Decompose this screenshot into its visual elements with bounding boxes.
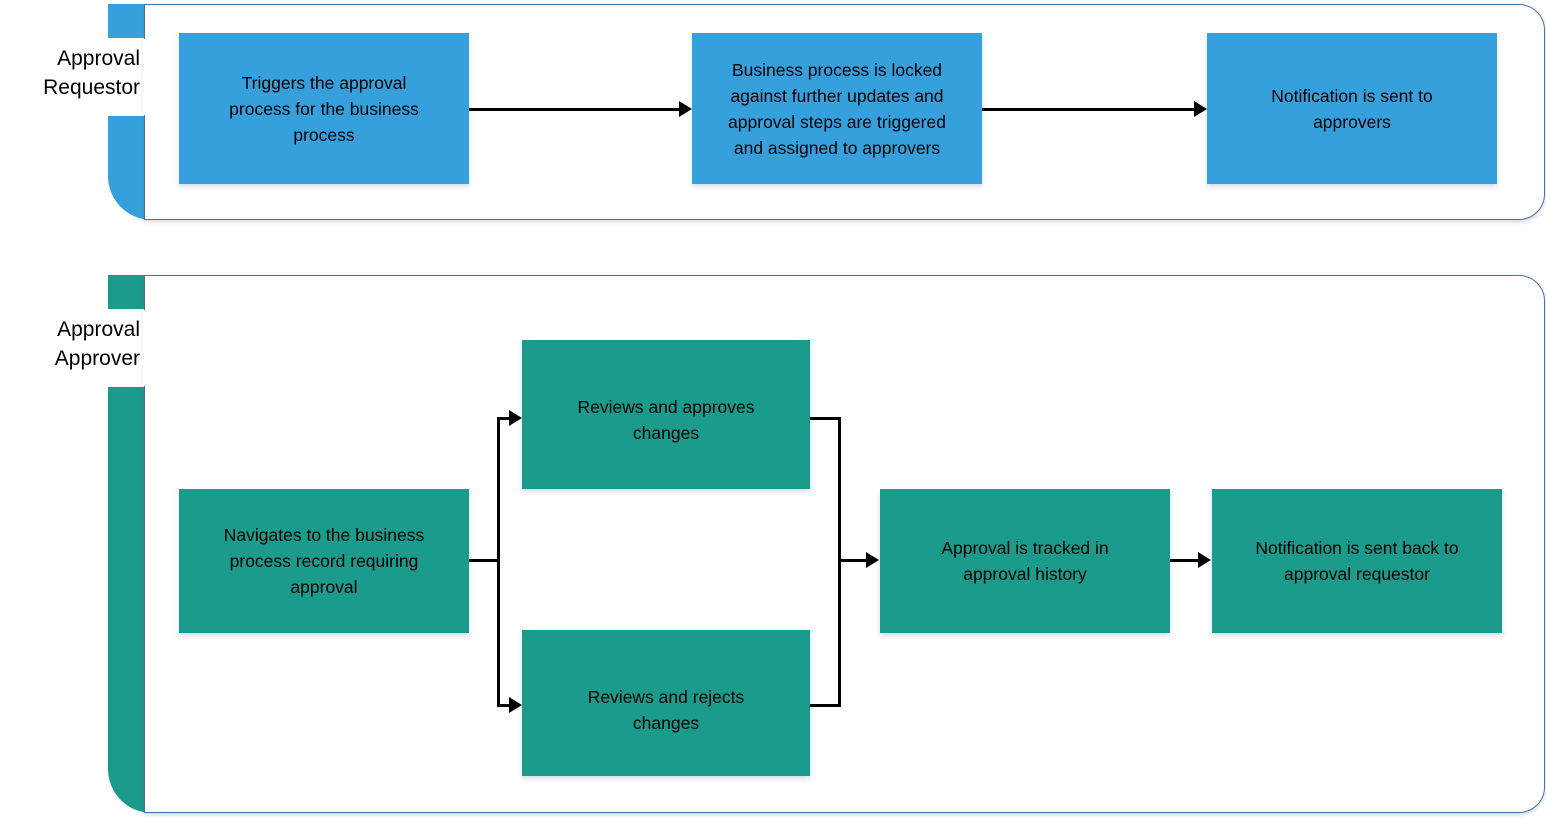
node-triggers-approval-process[interactable]: Triggers the approval process for the bu… [179, 33, 469, 184]
connector-split-to-approves [497, 417, 512, 420]
arrowhead-merge-to-tracked [866, 552, 879, 568]
node-label: Approval is tracked in approval history [941, 538, 1109, 584]
connector-split-to-rejects [497, 704, 512, 707]
node-label: Reviews and approves changes [577, 397, 755, 443]
node-notification-sent-back[interactable]: Notification is sent back to approval re… [1212, 489, 1502, 633]
connector-merge-to-tracked [838, 559, 867, 562]
arrowhead-split-to-rejects [509, 697, 522, 713]
connector-locked-to-notification [982, 108, 1194, 111]
node-label: Triggers the approval process for the bu… [229, 72, 419, 145]
connector-tracked-to-notification [1170, 559, 1199, 562]
arrowhead-triggers-to-locked [679, 101, 692, 117]
node-reviews-and-approves[interactable]: Reviews and approves changes [522, 340, 810, 489]
node-label: Notification is sent to approvers [1271, 85, 1433, 132]
node-label: Navigates to the business process record… [223, 525, 425, 597]
connector-approves-to-merge [810, 417, 841, 420]
connector-navigates-to-split [469, 559, 500, 562]
connector-merge-vertical [838, 417, 841, 707]
node-label: Reviews and rejects changes [587, 687, 745, 733]
arrowhead-split-to-approves [509, 410, 522, 426]
lane-body-left-cover [143, 39, 145, 115]
node-reviews-and-rejects[interactable]: Reviews and rejects changes [522, 630, 810, 776]
connector-rejects-to-merge [810, 704, 841, 707]
node-notification-sent-to-approvers[interactable]: Notification is sent to approvers [1207, 33, 1497, 184]
node-process-locked-steps-triggered[interactable]: Business process is locked against furth… [692, 33, 982, 184]
node-label: Notification is sent back to approval re… [1255, 538, 1459, 584]
arrowhead-locked-to-notification [1194, 101, 1207, 117]
lane-approval-approver [108, 275, 1545, 813]
node-navigates-to-record[interactable]: Navigates to the business process record… [179, 489, 469, 633]
connector-split-vertical [497, 417, 500, 707]
arrowhead-tracked-to-notification [1198, 552, 1211, 568]
lane-label-approval-approver: Approval Approver [54, 318, 140, 370]
node-label: Business process is locked against furth… [728, 59, 946, 158]
lane-body-left-cover [143, 310, 145, 386]
connector-triggers-to-locked [469, 108, 679, 111]
node-approval-tracked-in-history[interactable]: Approval is tracked in approval history [880, 489, 1170, 633]
lane-label-approval-requestor: Approval Requestor [43, 47, 140, 99]
